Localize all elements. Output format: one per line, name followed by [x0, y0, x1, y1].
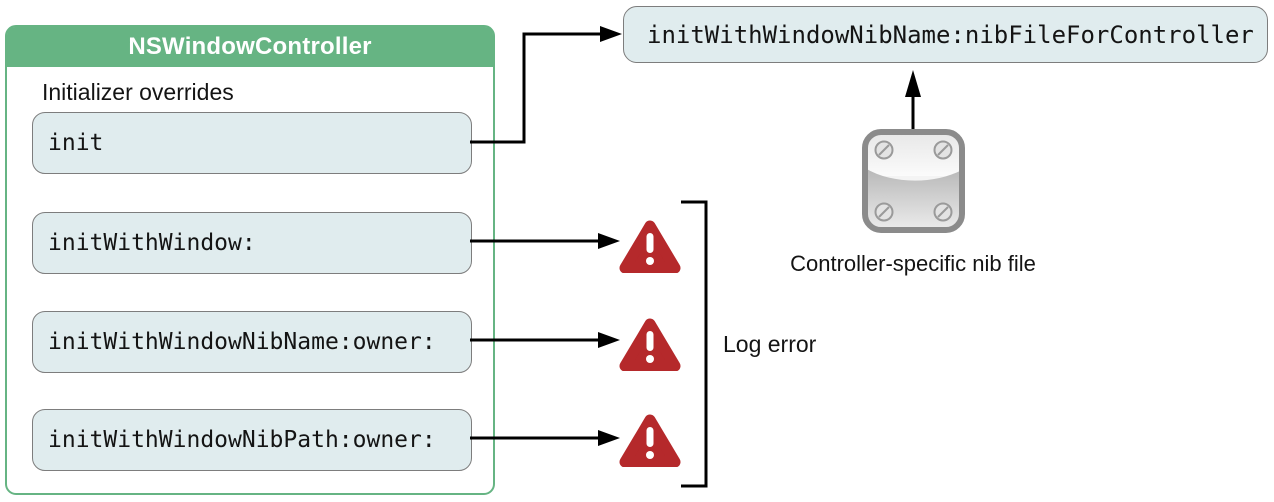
nib-file-icon: [862, 129, 965, 233]
warning-icon: [619, 414, 681, 467]
nib-file-caption: Controller-specific nib file: [790, 251, 1036, 276]
log-error-label: Log error: [723, 331, 817, 357]
method-box-init: init: [32, 112, 472, 174]
method-box-initwithwindownibpath-owner: initWithWindowNibPath:owner:: [32, 409, 472, 471]
warning-icon: [619, 220, 681, 273]
arrow-nibfile-to-designated: [905, 70, 921, 129]
log-error-bracket: [681, 200, 708, 488]
panel-title: NSWindowController: [7, 27, 493, 67]
designated-initializer-box: initWithWindowNibName:nibFileForControll…: [623, 6, 1268, 63]
method-box-initwithwindownibname-owner: initWithWindowNibName:owner:: [32, 311, 472, 373]
section-label: Initializer overrides: [42, 79, 234, 105]
nswindowcontroller-panel: NSWindowController Initializer overrides…: [5, 25, 495, 495]
warning-icon: [619, 318, 681, 371]
method-box-initwithwindow: initWithWindow:: [32, 212, 472, 274]
